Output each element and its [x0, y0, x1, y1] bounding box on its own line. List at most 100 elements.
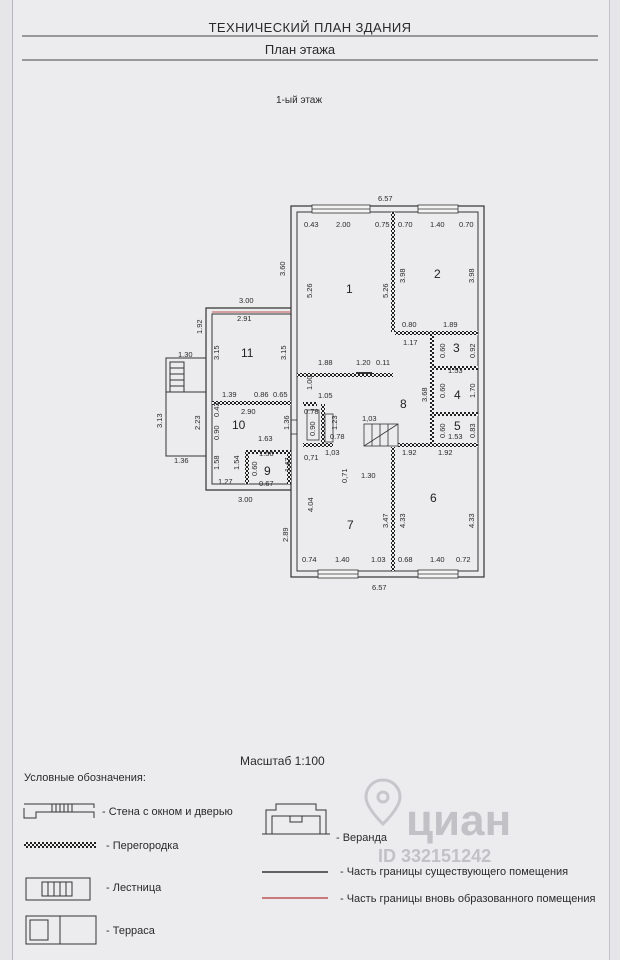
room-number: 6 [430, 491, 437, 505]
document-title: ТЕХНИЧЕСКИЙ ПЛАН ЗДАНИЯ [208, 20, 412, 35]
room-number: 11 [241, 346, 254, 360]
dim-label: 0.78 [330, 432, 345, 441]
legend-veranda: - Веранда [336, 832, 388, 844]
dim-label: 1.23 [330, 415, 339, 430]
dim-label: 5.26 [305, 283, 314, 298]
dim-label: 0,71 [340, 468, 349, 483]
dim-label: 2.91 [237, 314, 252, 323]
room-number: 1 [346, 282, 353, 296]
dim-label: 0.83 [468, 423, 477, 438]
dim-label: 0.60 [438, 343, 447, 358]
legend-existing-border: - Часть границы существующего помещения [340, 866, 569, 878]
dim-label: 0.86 [254, 390, 269, 399]
plan-sheet [12, 0, 610, 960]
dim-label: 1.17 [403, 338, 418, 347]
dim-label: 1.53 [448, 432, 463, 441]
dim-label: 3.00 [238, 495, 253, 504]
dim-label: 0.78 [304, 407, 319, 416]
dim-label: 1.00 [305, 375, 314, 390]
dim-label: 0.60 [438, 383, 447, 398]
dim-label: 4.33 [398, 513, 407, 528]
dim-label: 1.47 [283, 457, 292, 472]
legend-stairs: - Лестница [106, 882, 162, 894]
dim-label: 3.15 [212, 345, 221, 360]
scale-label: Масштаб 1:100 [240, 754, 325, 768]
dim-label: 1.92 [402, 448, 417, 457]
room-number: 7 [347, 518, 354, 532]
dim-label: 3.13 [155, 413, 164, 428]
dim-label: 1,03 [362, 414, 377, 423]
dim-label: 1.88 [318, 358, 333, 367]
dim-label: 4.04 [306, 497, 315, 512]
dim-label: 3.98 [398, 268, 407, 283]
room-number: 5 [454, 419, 461, 433]
legend-wall: - Стена с окном и дверью [102, 806, 233, 818]
dim-label: 0.70 [398, 220, 413, 229]
dim-label: 1,03 [325, 448, 340, 457]
dim-label: 1.56 [259, 449, 274, 458]
dim-label: 2.89 [281, 527, 290, 542]
interior-doors [291, 372, 372, 443]
legend-terrace: - Терраса [106, 925, 155, 937]
watermark-id: ID 332151242 [378, 846, 492, 866]
dim-label: 2.23 [193, 415, 202, 430]
room-number: 3 [453, 341, 460, 355]
dim-label: 0.80 [402, 320, 417, 329]
dim-label: 0.70 [459, 220, 474, 229]
windows [311, 204, 459, 579]
dim-label: 0.92 [468, 343, 477, 358]
dim-label: 0.75 [375, 220, 390, 229]
dim-label: 3.00 [239, 296, 254, 305]
cian-logo-icon [364, 778, 402, 827]
dim-label: 6.57 [372, 583, 387, 592]
dim-label: 0.90 [308, 421, 317, 436]
dim-label: 0.74 [302, 555, 317, 564]
legend-new-border: - Часть границы вновь образованного поме… [340, 893, 596, 905]
dim-label: 3.15 [279, 345, 288, 360]
dim-label: 3.47 [381, 513, 390, 528]
dim-label: 1.40 [430, 555, 445, 564]
dim-label: 1.30 [361, 471, 376, 480]
exterior-walls [290, 205, 485, 578]
partitions [212, 212, 478, 571]
dim-label: 0.65 [273, 390, 288, 399]
room-number: 8 [400, 397, 407, 411]
dim-label: 1.20 [356, 358, 371, 367]
dim-label: 1.89 [443, 320, 458, 329]
dim-label: 0.43 [304, 220, 319, 229]
dim-label: 1.30 [178, 350, 193, 359]
document-subtitle: План этажа [264, 42, 336, 57]
dim-label: 1.92 [438, 448, 453, 457]
dim-label: 1.03 [371, 555, 386, 564]
floor-label: 1-ый этаж [276, 95, 323, 106]
dim-label: 1.58 [212, 455, 221, 470]
dim-label: 1.53 [448, 366, 463, 375]
legend-symbols [23, 803, 330, 945]
dim-label: 1.70 [468, 383, 477, 398]
dim-label: 1.92 [195, 319, 204, 334]
room-number: 10 [232, 418, 246, 432]
dim-label: 0.43 [212, 402, 221, 417]
dim-label: 0.67 [259, 479, 274, 488]
watermark-brand: циан [406, 796, 512, 845]
dim-label: 0,71 [304, 453, 319, 462]
dim-label: 3.68 [420, 387, 429, 402]
dim-label: 1.05 [318, 391, 333, 400]
dim-label: 0.60 [438, 423, 447, 438]
dim-label: 5.26 [381, 283, 390, 298]
dim-label: 0.60 [250, 461, 259, 476]
dim-label: 4.33 [467, 513, 476, 528]
stair-porch [165, 357, 207, 457]
dim-label: 0.68 [398, 555, 413, 564]
dim-label: 0.11 [376, 358, 390, 367]
legend-title: Условные обозначения: [24, 772, 146, 784]
dim-label: 0.72 [456, 555, 471, 564]
dim-label: 1.39 [222, 390, 237, 399]
room-number: 9 [264, 464, 271, 478]
room-number: 4 [454, 388, 461, 402]
dim-label: 3.98 [467, 268, 476, 283]
dim-label: 6.57 [378, 194, 393, 203]
dim-label: 1.27 [218, 477, 233, 486]
dim-label: 1.36 [174, 456, 189, 465]
